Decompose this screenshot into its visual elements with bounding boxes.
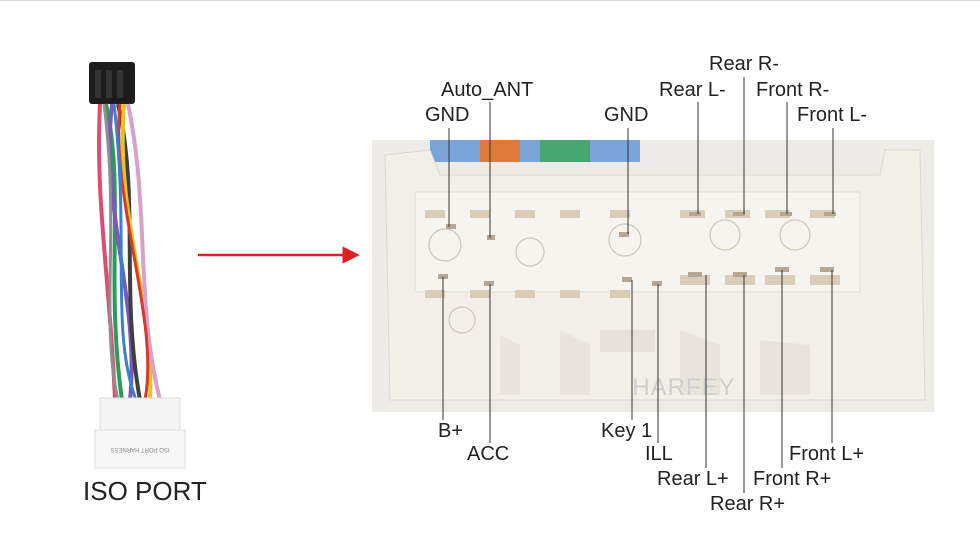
top-divider (0, 0, 980, 1)
iso-port-caption: ISO PORT (83, 476, 207, 506)
front-l-plus-label: Front L+ (789, 443, 865, 465)
rear-l-plus-label: Rear L+ (657, 468, 729, 490)
front-r-minus-label: Front R- (756, 79, 830, 101)
gnd-mid-label: GND (604, 104, 649, 126)
ill-label: ILL (645, 443, 673, 465)
b-plus-label: B+ (438, 420, 464, 442)
rear-r-plus-label: Rear R+ (710, 493, 786, 515)
gnd-left-label: GND (425, 104, 470, 126)
front-r-plus-label: Front R+ (753, 468, 832, 490)
key1-label: Key 1 (601, 420, 653, 442)
harness-tag-text: ISO PORT HARNESS (110, 446, 169, 452)
auto-ant-label: Auto_ANT (441, 79, 534, 101)
rear-l-minus-label: Rear L- (659, 79, 726, 101)
watermark-text: HARFEY (632, 374, 735, 401)
iso-harness-image: ISO PORT HARNESS (89, 62, 186, 469)
front-l-minus-label: Front L- (797, 104, 868, 126)
acc-label: ACC (467, 443, 510, 465)
leader-lines (442, 77, 834, 493)
rear-r-minus-label: Rear R- (709, 53, 780, 75)
connector-closeup-image: HARFEY (372, 140, 934, 412)
